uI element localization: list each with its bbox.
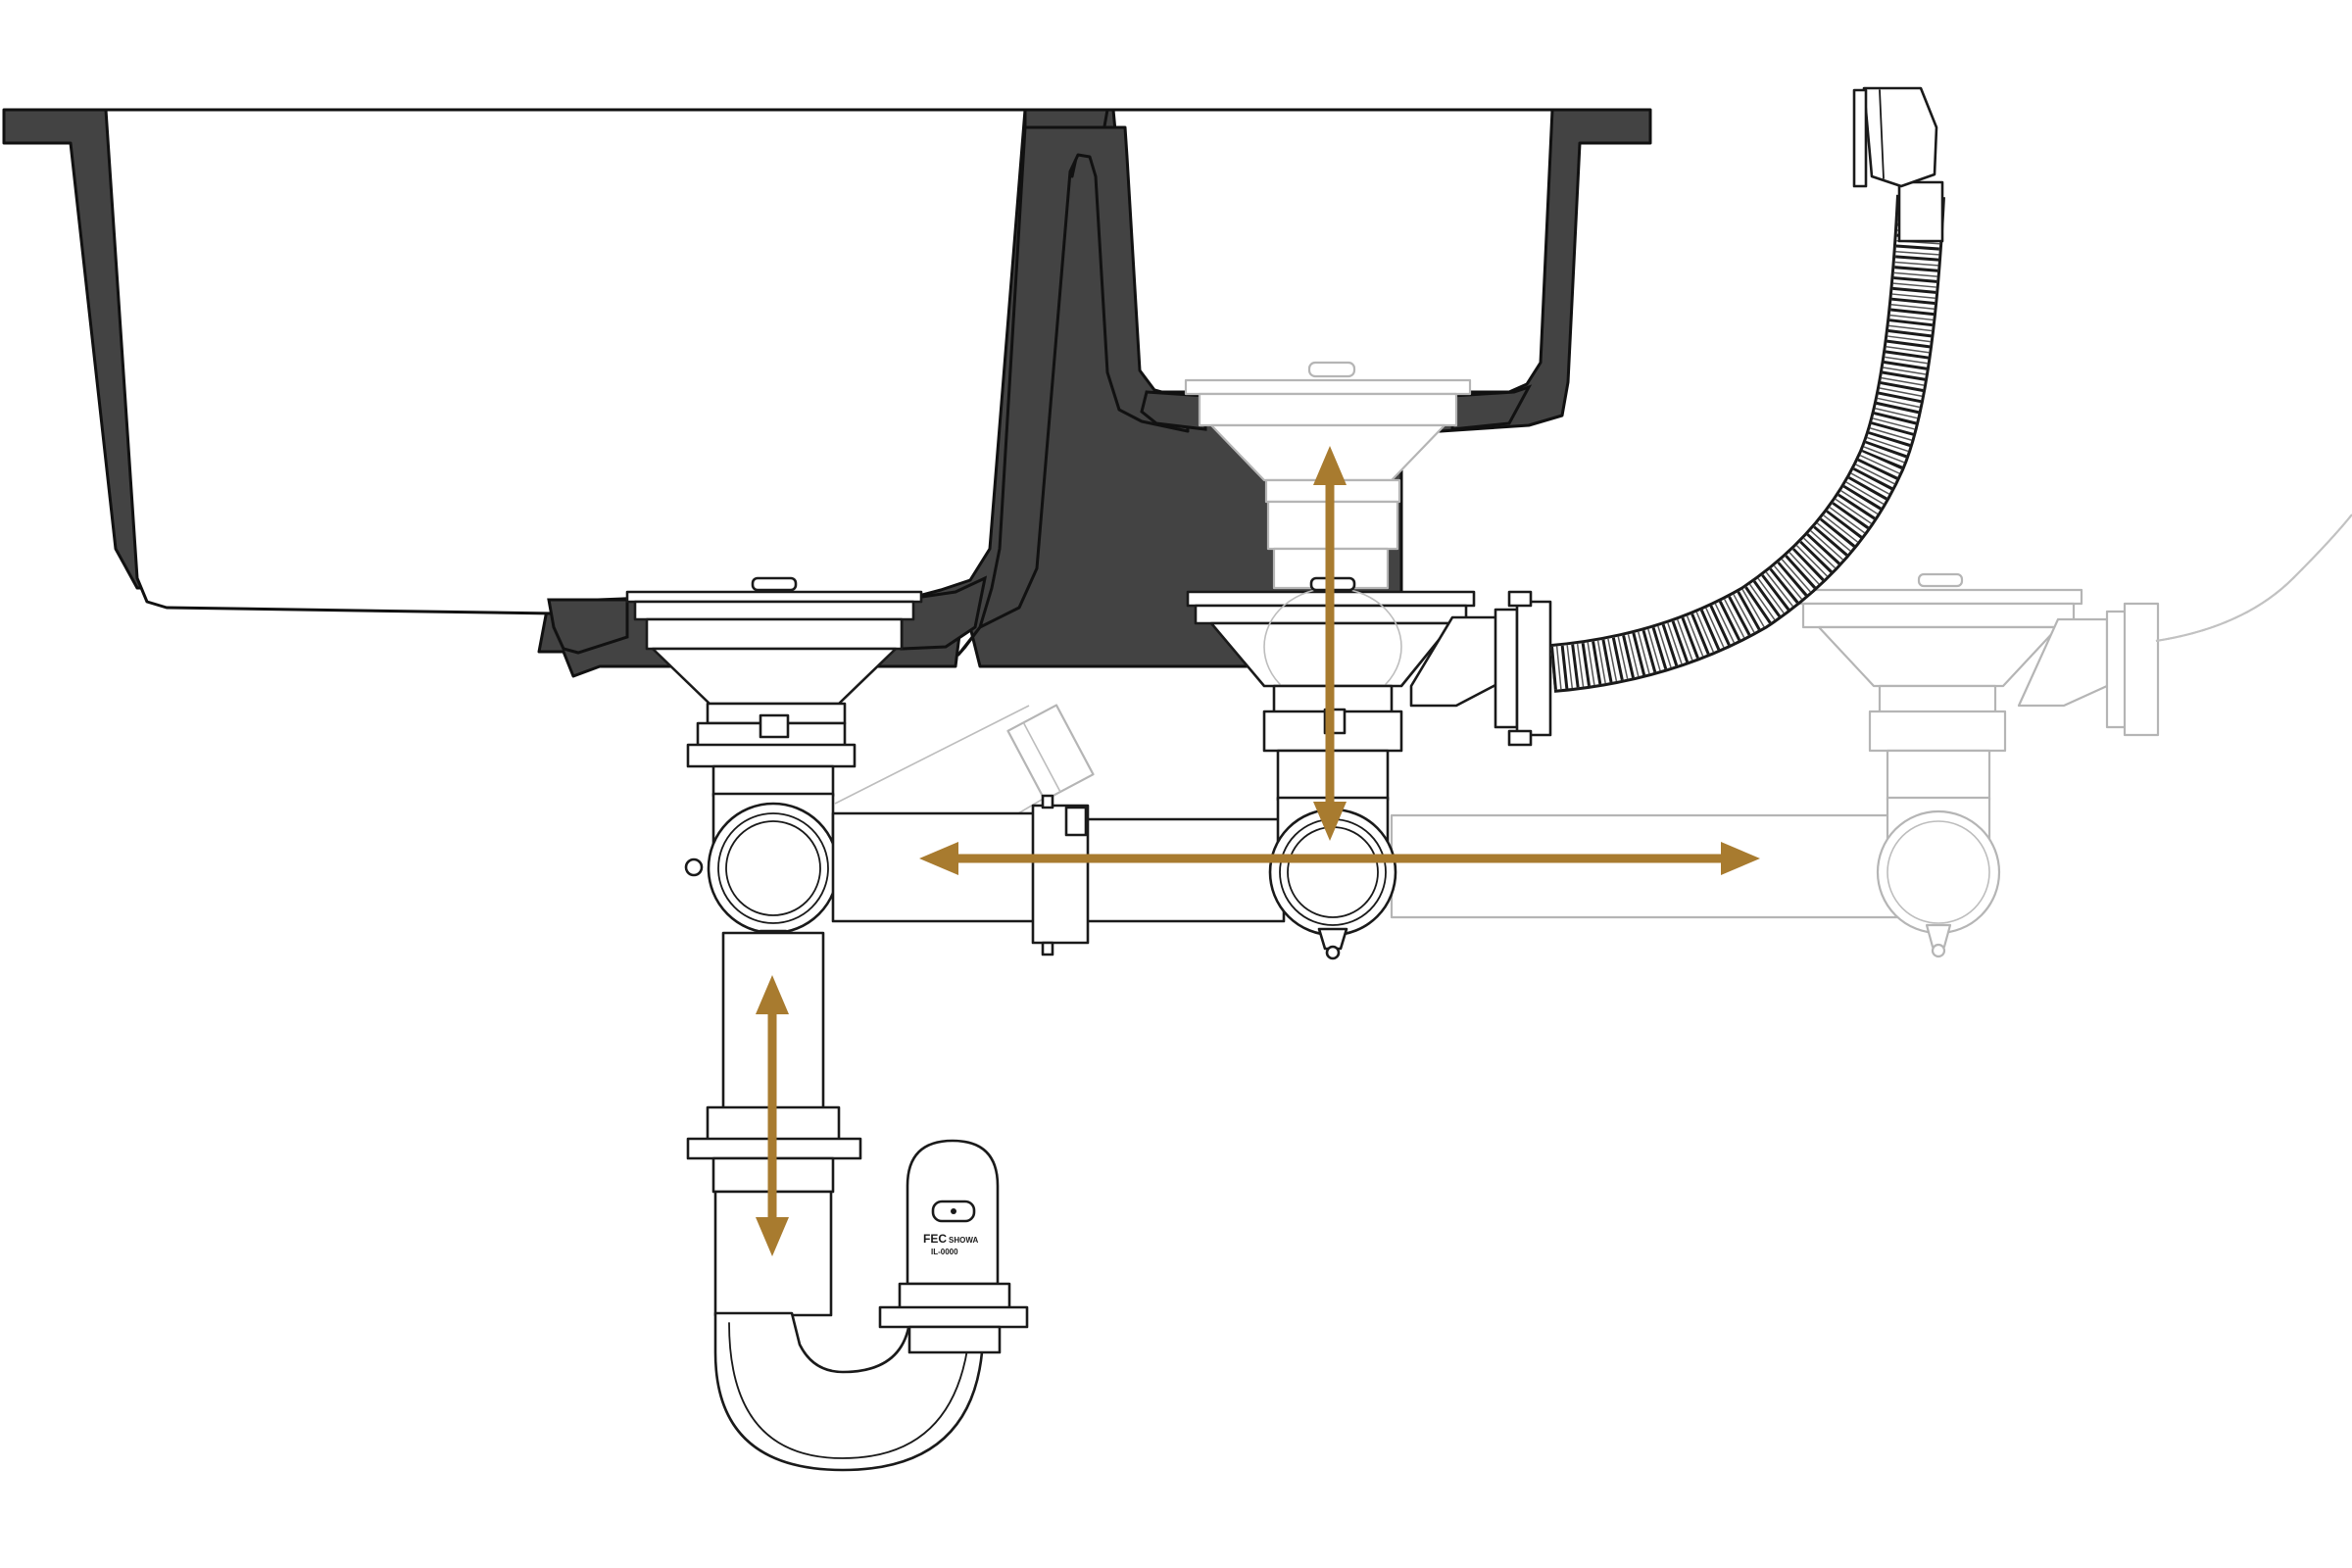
right-basket-strainer: [1186, 576, 1552, 802]
vertical-adjust-left-arrow: [756, 975, 789, 1256]
arrow-head-up: [756, 975, 789, 1014]
arrow-head-down: [1313, 802, 1347, 841]
adjustment-arrows: [756, 446, 1760, 1256]
large-basin-interior: [104, 108, 1027, 615]
arrow-head-left: [919, 842, 958, 875]
left-basket-strainer: [625, 576, 923, 725]
small-basin-interior: [1111, 108, 1554, 394]
vertical-adjust-right-arrow: [1313, 446, 1347, 841]
arrow-head-up: [1313, 446, 1347, 485]
right-strainer-ghost-extended: [1793, 514, 2352, 958]
double-sink: [2, 108, 1652, 678]
left-trap-assembly: [684, 713, 864, 960]
overflow-hose: [1549, 86, 1945, 693]
arrow-head-right: [1721, 842, 1760, 875]
trap-brand-label: FEC: [923, 1232, 947, 1246]
trap-riser: FEC SHOWA IL-0000: [878, 1139, 1029, 1354]
trap-brand-line3: IL-0000: [931, 1248, 958, 1256]
trap-brand-line2: SHOWA: [949, 1236, 978, 1245]
horizontal-connector: [831, 704, 1903, 956]
arrow-head-down: [756, 1217, 789, 1256]
horizontal-adjust-arrow: [919, 842, 1760, 875]
